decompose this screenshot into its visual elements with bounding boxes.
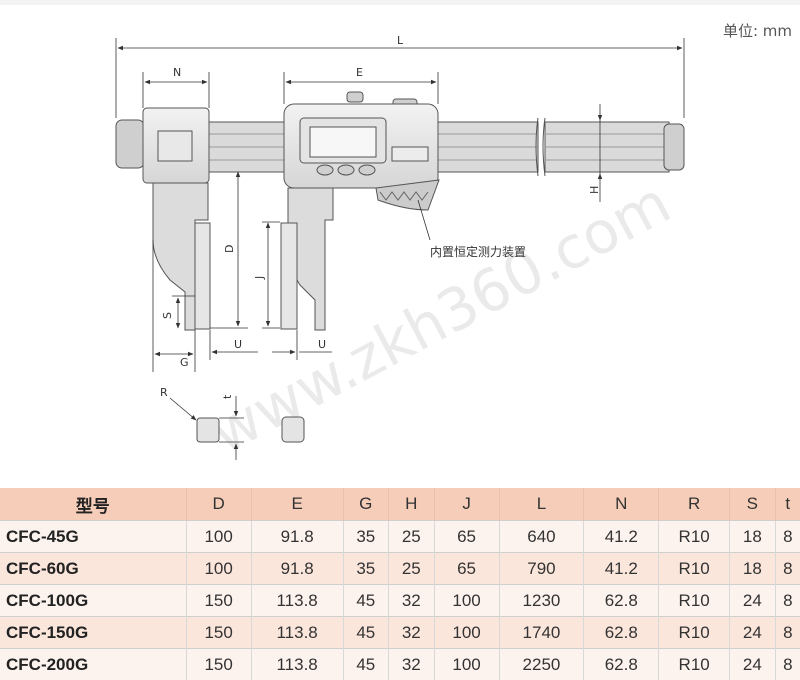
cell-L: 2250 <box>499 649 584 680</box>
cell-S: 18 <box>730 521 775 553</box>
table-row: CFC-200G 150 113.8 45 32 100 2250 62.8 R… <box>0 649 800 680</box>
cell-H: 32 <box>389 617 434 649</box>
cell-model: CFC-60G <box>0 553 186 585</box>
cell-E: 113.8 <box>251 585 343 617</box>
col-header-N: N <box>584 488 659 521</box>
cell-R: R10 <box>659 649 730 680</box>
cell-H: 25 <box>389 553 434 585</box>
cell-model: CFC-45G <box>0 521 186 553</box>
cell-S: 24 <box>730 617 775 649</box>
cell-R: R10 <box>659 585 730 617</box>
col-header-model: 型号 <box>0 488 186 521</box>
cell-D: 150 <box>186 649 251 680</box>
col-header-E: E <box>251 488 343 521</box>
cell-H: 32 <box>389 585 434 617</box>
label-R: R <box>160 386 168 399</box>
cell-J: 100 <box>434 649 499 680</box>
cell-N: 62.8 <box>584 649 659 680</box>
right-end-cap <box>664 124 684 170</box>
cell-D: 150 <box>186 617 251 649</box>
cell-G: 35 <box>343 553 388 585</box>
cell-D: 150 <box>186 585 251 617</box>
table-row: CFC-150G 150 113.8 45 32 100 1740 62.8 R… <box>0 617 800 649</box>
cell-t: 8 <box>775 553 800 585</box>
cell-model: CFC-150G <box>0 617 186 649</box>
left-end-cap <box>116 120 144 168</box>
cell-L: 1740 <box>499 617 584 649</box>
cell-D: 100 <box>186 521 251 553</box>
cell-H: 32 <box>389 649 434 680</box>
cell-t: 8 <box>775 649 800 680</box>
cell-N: 41.2 <box>584 521 659 553</box>
cell-N: 62.8 <box>584 617 659 649</box>
cell-J: 100 <box>434 617 499 649</box>
cell-R: R10 <box>659 617 730 649</box>
label-E: E <box>356 66 363 79</box>
cell-model: CFC-100G <box>0 585 186 617</box>
col-header-J: J <box>434 488 499 521</box>
cell-E: 113.8 <box>251 617 343 649</box>
cell-G: 35 <box>343 521 388 553</box>
cell-H: 25 <box>389 521 434 553</box>
cell-G: 45 <box>343 649 388 680</box>
cell-G: 45 <box>343 585 388 617</box>
cell-R: R10 <box>659 553 730 585</box>
label-N: N <box>173 66 181 79</box>
cell-G: 45 <box>343 617 388 649</box>
cell-model: CFC-200G <box>0 649 186 680</box>
label-U2: U <box>318 338 326 351</box>
note-text: 内置恒定测力装置 <box>430 244 526 259</box>
spec-table: 型号 D E G H J L N R S t CFC-45G 100 91.8 … <box>0 488 800 680</box>
cell-J: 65 <box>434 553 499 585</box>
label-U1: U <box>234 338 242 351</box>
cell-L: 790 <box>499 553 584 585</box>
label-S: S <box>161 312 174 319</box>
label-G: G <box>180 356 189 369</box>
col-header-R: R <box>659 488 730 521</box>
cell-t: 8 <box>775 585 800 617</box>
cell-S: 18 <box>730 553 775 585</box>
cell-N: 62.8 <box>584 585 659 617</box>
table-row: CFC-100G 150 113.8 45 32 100 1230 62.8 R… <box>0 585 800 617</box>
cell-E: 91.8 <box>251 553 343 585</box>
table-row: CFC-45G 100 91.8 35 25 65 640 41.2 R10 1… <box>0 521 800 553</box>
cell-S: 24 <box>730 585 775 617</box>
cell-L: 1230 <box>499 585 584 617</box>
col-header-L: L <box>499 488 584 521</box>
col-header-D: D <box>186 488 251 521</box>
watermark: www.zkh360.com <box>200 168 682 467</box>
col-header-G: G <box>343 488 388 521</box>
caliper-drawing: www.zkh360.com <box>0 0 800 488</box>
cell-J: 100 <box>434 585 499 617</box>
label-J: J <box>253 276 266 280</box>
cell-R: R10 <box>659 521 730 553</box>
cell-t: 8 <box>775 521 800 553</box>
cell-E: 113.8 <box>251 649 343 680</box>
cell-D: 100 <box>186 553 251 585</box>
label-H: H <box>588 186 601 194</box>
label-D: D <box>223 245 236 253</box>
cell-J: 65 <box>434 521 499 553</box>
cell-t: 8 <box>775 617 800 649</box>
table-row: CFC-60G 100 91.8 35 25 65 790 41.2 R10 1… <box>0 553 800 585</box>
cell-E: 91.8 <box>251 521 343 553</box>
cell-N: 41.2 <box>584 553 659 585</box>
label-t: t <box>221 394 234 399</box>
table-header-row: 型号 D E G H J L N R S t <box>0 488 800 521</box>
col-header-S: S <box>730 488 775 521</box>
cell-S: 24 <box>730 649 775 680</box>
col-header-t: t <box>775 488 800 521</box>
label-L: L <box>397 34 404 47</box>
cell-L: 640 <box>499 521 584 553</box>
col-header-H: H <box>389 488 434 521</box>
dimension-J <box>262 222 280 328</box>
